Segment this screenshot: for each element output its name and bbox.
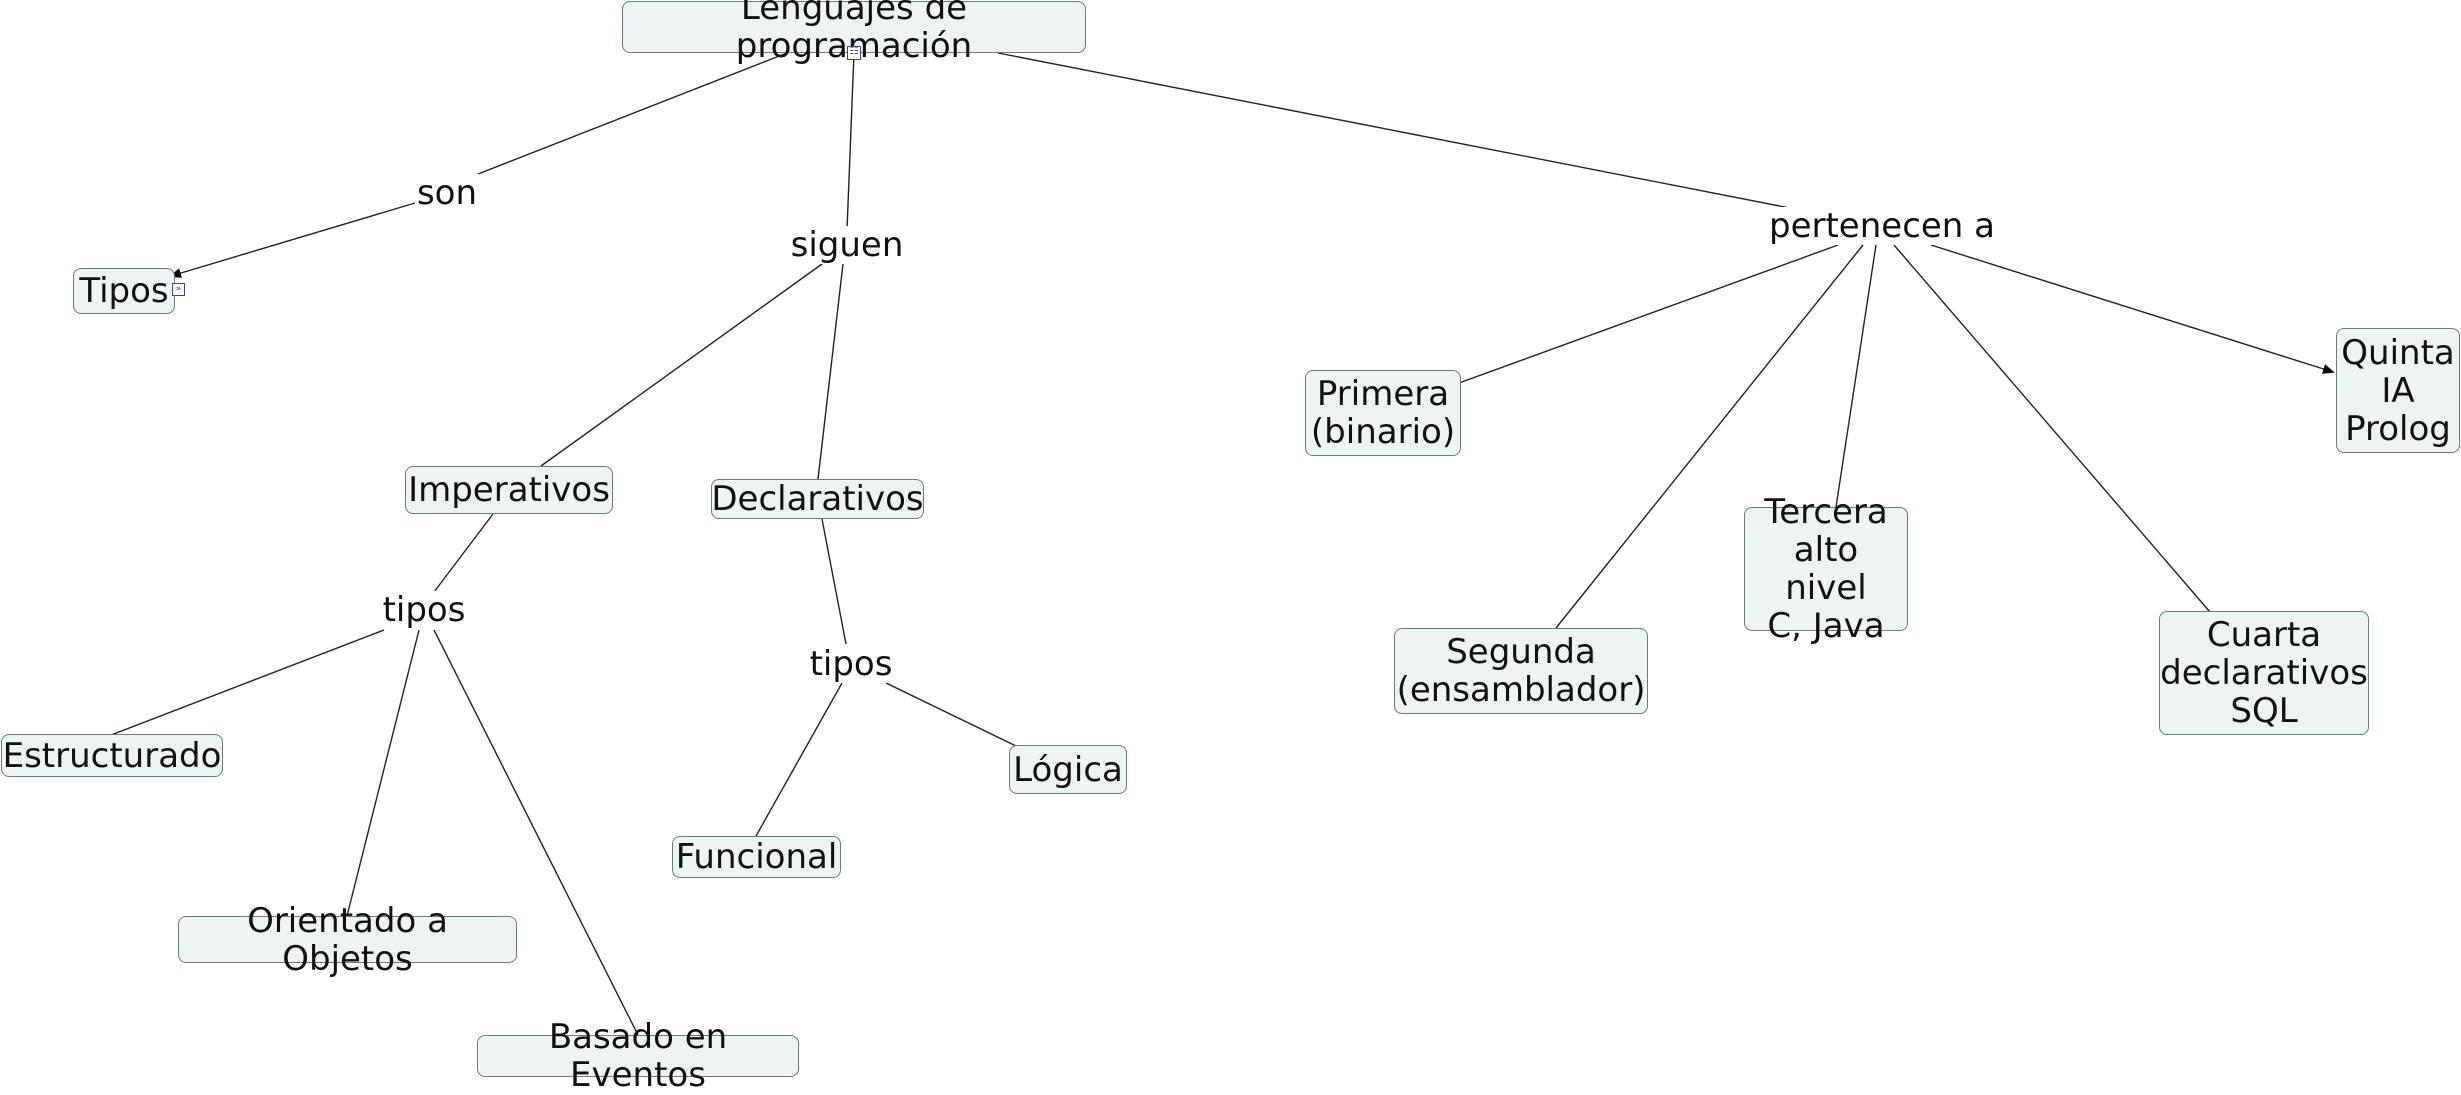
concept-declarativos[interactable]: Declarativos — [711, 479, 924, 519]
line-declarativos-tipos — [821, 518, 847, 645]
link-phrase-tipos-declarativos[interactable]: tipos — [807, 644, 895, 684]
concept-cuarta[interactable]: Cuarta declarativos SQL — [2159, 611, 2369, 735]
link-phrase-siguen[interactable]: siguen — [788, 225, 906, 265]
concept-funcional[interactable]: Funcional — [672, 836, 841, 878]
line-tipos-logica — [885, 682, 1017, 747]
link-phrase-pertenecen-a[interactable]: pertenecen a — [1767, 206, 1997, 246]
expand-icon[interactable]: » — [172, 283, 185, 296]
concept-tipos[interactable]: Tipos — [73, 268, 175, 314]
concept-estructurado[interactable]: Estructurado — [1, 734, 223, 777]
line-pertenecen-segunda — [1555, 244, 1864, 629]
line-root-siguen — [846, 52, 855, 231]
line-tipos-oo — [346, 629, 420, 917]
concept-orientado-a-objetos[interactable]: Orientado a Objetos — [178, 902, 517, 978]
line-son-tipos — [169, 202, 416, 278]
line-tipos-estructurado — [110, 629, 385, 736]
line-root-pertenecen — [997, 52, 1801, 211]
line-siguen-declarativos — [817, 263, 844, 480]
concept-quinta[interactable]: Quinta IA Prolog — [2336, 328, 2460, 453]
line-pertenecen-primera — [1458, 244, 1839, 384]
line-pertenecen-quinta — [1930, 244, 2335, 374]
line-tipos-eventos — [433, 629, 639, 1036]
concept-basado-en-eventos[interactable]: Basado en Eventos — [477, 1018, 799, 1094]
resource-icon[interactable]: ☷ — [847, 46, 861, 60]
concept-tercera[interactable]: Tercera alto nivel C, Java — [1744, 493, 1908, 645]
concept-segunda[interactable]: Segunda (ensamblador) — [1394, 628, 1648, 714]
link-phrase-son[interactable]: son — [414, 173, 480, 213]
line-tipos-funcional — [755, 682, 843, 837]
line-pertenecen-cuarta — [1893, 244, 2211, 613]
concept-logica[interactable]: Lógica — [1009, 745, 1127, 794]
line-siguen-imperativos — [540, 263, 823, 467]
concept-imperativos[interactable]: Imperativos — [405, 466, 613, 514]
concept-primera[interactable]: Primera (binario) — [1305, 370, 1461, 456]
link-phrase-tipos-imperativos[interactable]: tipos — [380, 590, 468, 630]
line-root-son — [449, 52, 788, 186]
line-pertenecen-tercera — [1835, 244, 1877, 508]
line-imperativos-tipos — [433, 513, 494, 593]
